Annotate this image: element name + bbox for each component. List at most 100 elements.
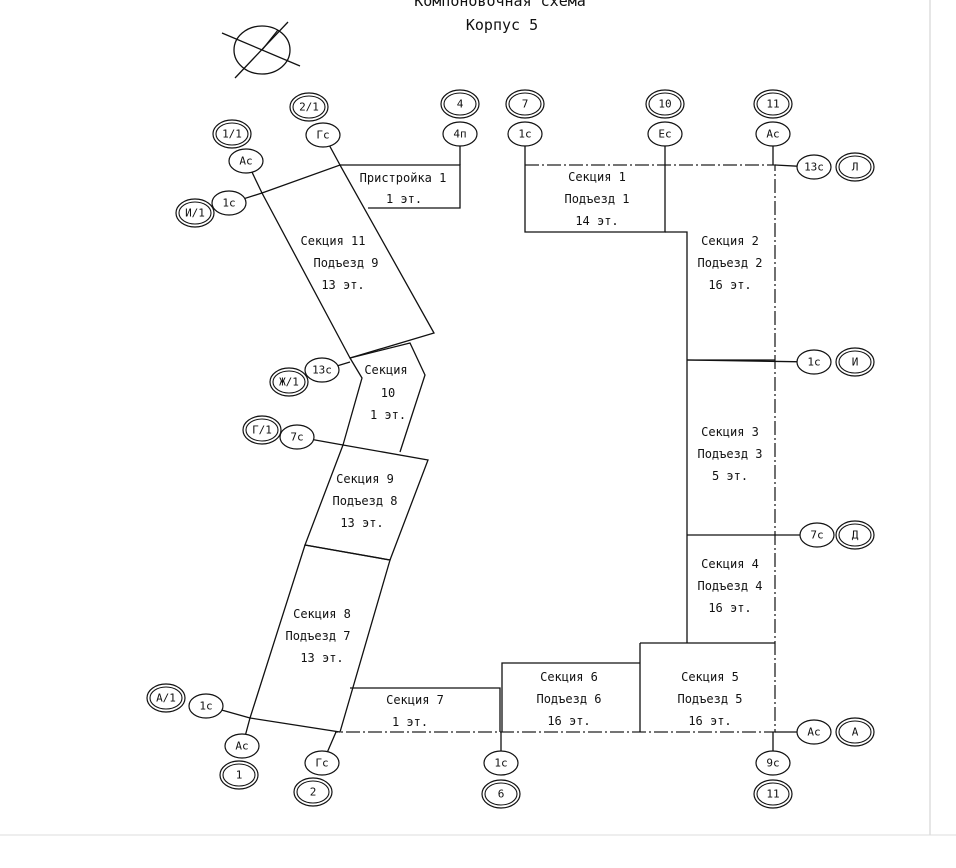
axis-sub-bubble (279, 424, 315, 450)
axis-label: 2/1 (299, 101, 319, 114)
axis-sub-label: 1с (222, 197, 235, 210)
axis-sub-label: 13с (804, 161, 824, 174)
axis-label: Д (852, 529, 859, 542)
axis-bubble (505, 89, 545, 119)
axis-sub-bubble (796, 349, 832, 375)
axis-sub-label: 1с (807, 356, 820, 369)
axis-sub-label: 4п (453, 128, 466, 141)
axis-bubble (242, 415, 282, 445)
svg-text:Пристройка 1: Пристройка 1 (360, 171, 447, 185)
svg-text:13 эт.: 13 эт. (300, 651, 343, 665)
axis-label: 6 (498, 788, 505, 801)
axis-marker: Ес 10 (645, 89, 685, 165)
axis-sub-label: 1с (494, 757, 507, 770)
svg-text:Секция 4: Секция 4 (701, 557, 759, 571)
axis-bubble (440, 89, 480, 119)
svg-text:10: 10 (381, 386, 395, 400)
svg-text:16 эт.: 16 эт. (547, 714, 590, 728)
axis-sub-bubble (224, 733, 260, 759)
axis-label: 7 (522, 98, 529, 111)
svg-text:Секция 2: Секция 2 (701, 234, 759, 248)
axis-sub-bubble (442, 121, 478, 147)
axis-marker: 9с 11 (753, 732, 793, 809)
svg-text:Подъезд 1: Подъезд 1 (564, 192, 629, 206)
axis-bubble (175, 198, 215, 228)
axis-bubble (269, 367, 309, 397)
svg-text:Подъезд 3: Подъезд 3 (697, 447, 762, 461)
svg-text:Подъезд 9: Подъезд 9 (313, 256, 378, 270)
axis-label: 4 (457, 98, 464, 111)
axis-sub-bubble (799, 522, 835, 548)
axis-sub-label: 13с (312, 364, 332, 377)
axis-marker: Ас 11 (753, 89, 793, 165)
axis-bubble (835, 347, 875, 377)
svg-text:Секция 8: Секция 8 (293, 607, 351, 621)
svg-text:Секция 6: Секция 6 (540, 670, 598, 684)
axis-sub-label: Ес (658, 128, 671, 141)
svg-text:Подъезд 7: Подъезд 7 (285, 629, 350, 643)
axis-marker: 1с7 (505, 89, 545, 165)
axis-bubble (835, 152, 875, 182)
section-6: Секция 6 Подъезд 6 16 эт. (501, 662, 640, 732)
axis-bubble (219, 760, 259, 790)
svg-text:Подъезд 5: Подъезд 5 (677, 692, 742, 706)
axis-sub-label: Гс (315, 757, 328, 770)
axis-bubble (146, 683, 186, 713)
axis-bubble (645, 89, 685, 119)
axis-label: А/1 (156, 692, 176, 705)
svg-text:1 эт.: 1 эт. (370, 408, 406, 422)
scheme-title: Компоновочная схема (414, 0, 586, 10)
axis-marker: 7с Г/1 (242, 415, 344, 450)
axis-label: 11 (766, 788, 779, 801)
axis-marker: Гс 2/1 (289, 92, 341, 166)
axis-sub-bubble (796, 719, 832, 745)
svg-text:14 эт.: 14 эт. (575, 214, 618, 228)
axis-bubble (835, 520, 875, 550)
svg-text:5 эт.: 5 эт. (712, 469, 748, 483)
svg-text:Подъезд 2: Подъезд 2 (697, 256, 762, 270)
axis-marker: 1сА/1 (146, 683, 251, 719)
svg-text:Секция 5: Секция 5 (681, 670, 739, 684)
svg-text:Секция 1: Секция 1 (568, 170, 626, 184)
north-arrow-icon (221, 21, 301, 79)
section-11: Секция 11 Подъезд 9 13 эт. (261, 164, 435, 359)
axis-sub-label: Гс (316, 129, 329, 142)
axis-sub-bubble (507, 121, 543, 147)
axis-sub-label: Ас (239, 155, 252, 168)
axis-sub-label: 7с (290, 431, 303, 444)
axis-label: И/1 (185, 207, 205, 220)
section-3: Секция 3 Подъезд 3 5 эт. (697, 425, 762, 483)
axis-sub-bubble (211, 190, 247, 216)
axis-bubble (293, 777, 333, 807)
axis-sub-label: Ас (235, 740, 248, 753)
svg-text:16 эт.: 16 эт. (688, 714, 731, 728)
svg-text:13 эт.: 13 эт. (321, 278, 364, 292)
annex: Пристройка 1 1 эт. (340, 164, 461, 209)
axis-sub-bubble (304, 357, 340, 383)
axis-sub-bubble (228, 148, 264, 174)
svg-text:Подъезд 4: Подъезд 4 (697, 579, 762, 593)
axis-bubble (835, 717, 875, 747)
svg-text:16 эт.: 16 эт. (708, 278, 751, 292)
axis-bubble (481, 779, 521, 809)
svg-text:Секция: Секция (364, 363, 407, 377)
axis-bubble (289, 92, 329, 122)
svg-text:Секция 7: Секция 7 (386, 693, 444, 707)
axis-label: 2 (310, 786, 317, 799)
axis-leader-line (250, 170, 263, 194)
section-7: Секция 7 1 эт. (350, 687, 501, 732)
section-10: Секция 10 1 эт. (342, 342, 426, 453)
axis-sub-label: Ас (766, 128, 779, 141)
axis-label: Г/1 (252, 424, 272, 437)
svg-text:Секция 9: Секция 9 (336, 472, 394, 486)
axis-label: 10 (658, 98, 671, 111)
axis-sub-label: Ас (807, 726, 820, 739)
svg-text:1 эт.: 1 эт. (386, 192, 422, 206)
section-8: Секция 8 Подъезд 7 13 эт. (249, 544, 391, 733)
axis-sub-label: 9с (766, 757, 779, 770)
axis-label: 11 (766, 98, 779, 111)
section-5: Секция 5 Подъезд 5 16 эт. (639, 642, 775, 732)
